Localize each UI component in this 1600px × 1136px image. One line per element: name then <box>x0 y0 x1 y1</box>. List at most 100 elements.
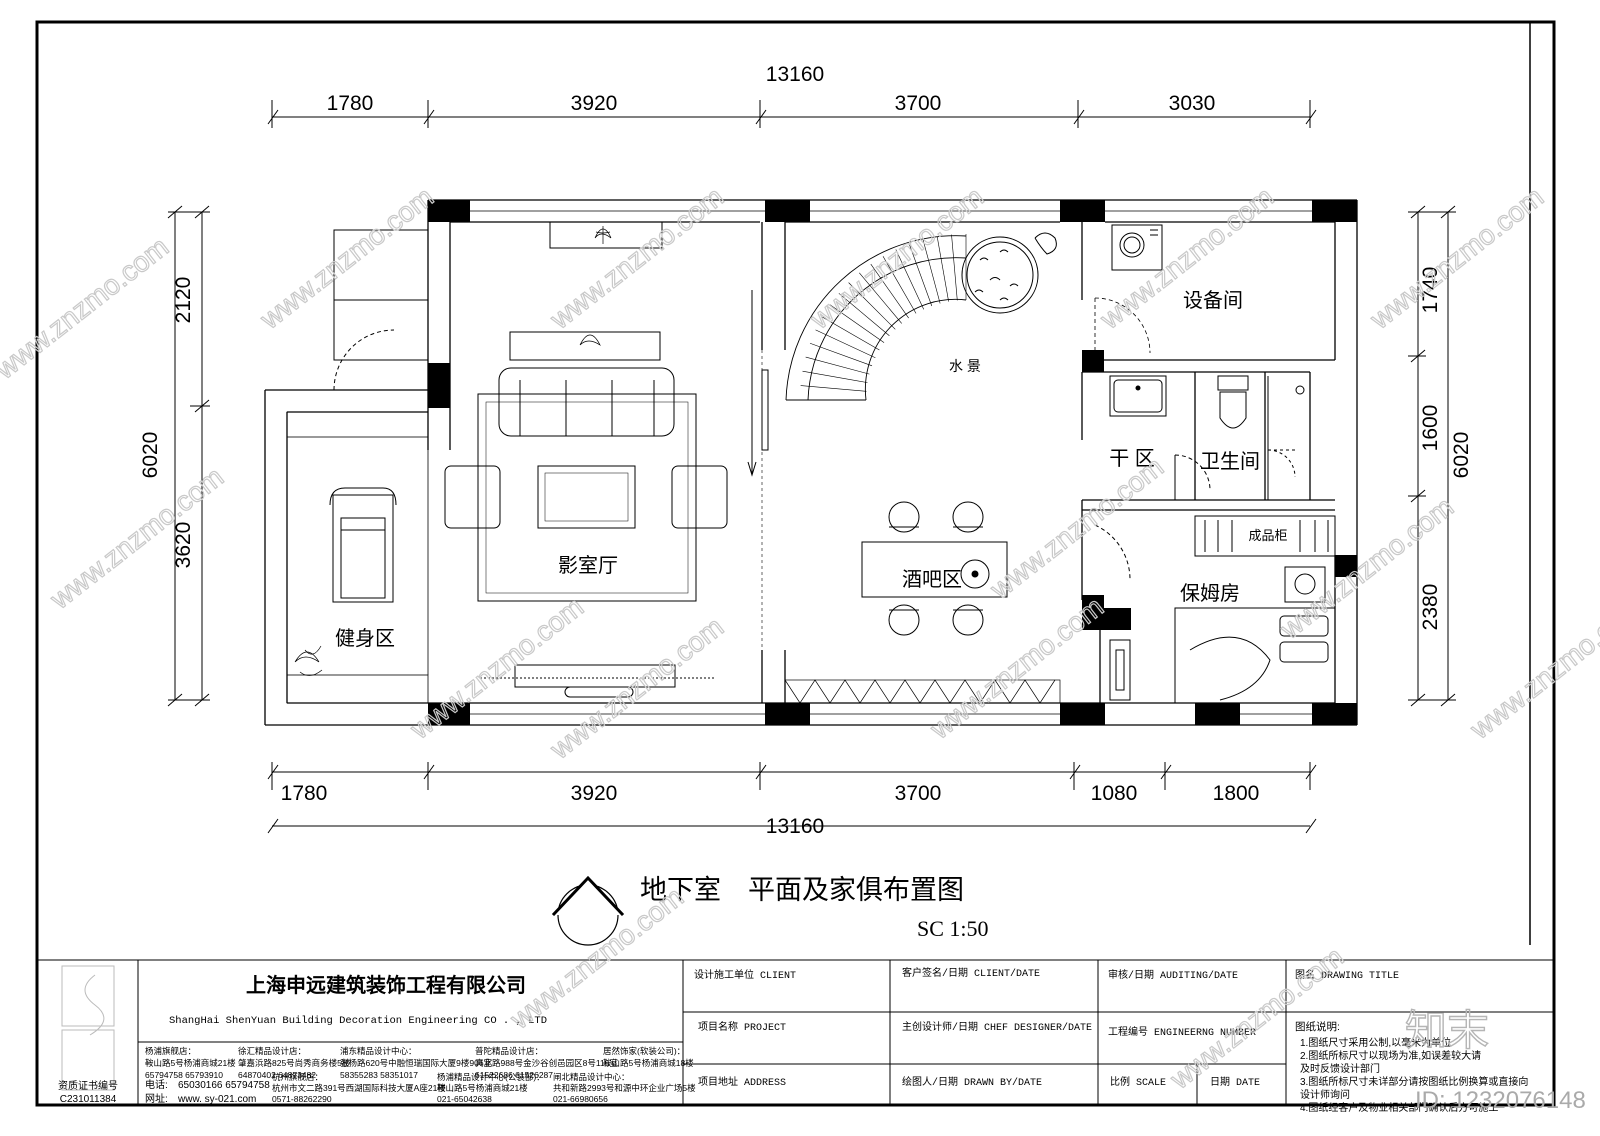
branch-address: 张杨路620号中融恒瑞国际大厦9楼906室 <box>340 1058 493 1068</box>
dimension-right <box>1408 205 1456 707</box>
watermark-text: www.znzmo.com <box>1464 591 1600 745</box>
branch-address: 鞍山路5号杨浦商城18楼 <box>603 1058 694 1068</box>
cert-label: 资质证书编号 <box>58 1079 118 1092</box>
room-label-bar: 酒吧区 <box>902 568 962 591</box>
walls <box>264 199 1358 726</box>
watermark-text: www.znzmo.com <box>1094 181 1279 335</box>
web-label: 网址: <box>145 1092 168 1105</box>
stair-tread <box>815 329 876 359</box>
branch-name: 浦东精品设计中心： <box>340 1046 417 1056</box>
branch-tel: 58355283 58351017 <box>340 1070 418 1080</box>
branch-name: 杨浦旗舰店： <box>145 1046 196 1056</box>
cell-address: 项目地址 ADDRESS <box>698 1075 786 1089</box>
stair-tread <box>838 293 890 336</box>
cell-date: 日期 DATE <box>1210 1076 1260 1089</box>
north-marker <box>551 875 625 946</box>
drawing-title: 地下室 平面及家俱布置图 <box>640 875 964 905</box>
branch-tel: 0571-88262290 <box>272 1094 332 1104</box>
note-line: 2.图纸所标尺寸以现场为准,如误差较大请 <box>1300 1049 1481 1062</box>
stair-tread <box>800 385 867 392</box>
room-label-wardrobe: 成品柜 <box>1248 528 1287 543</box>
room-label-fitness: 健身区 <box>335 627 395 650</box>
cell-client-sign: 客户签名/日期 CLIENT/DATE <box>902 966 1040 980</box>
dim-bottom-seg: 3700 <box>895 782 942 805</box>
dimension-left <box>167 205 210 707</box>
dim-bottom-total: 13160 <box>766 815 824 838</box>
nanny-room-furniture <box>1094 524 1336 704</box>
company-logo <box>61 965 115 1091</box>
branch-address: 鞍山路5号杨浦商城21楼 <box>145 1058 236 1068</box>
treadmill <box>329 487 397 603</box>
stair-tread <box>809 342 873 367</box>
stair-treads <box>800 234 967 401</box>
note-line: 3.图纸所标尺寸未详部分请按图纸比例换算或直接向 <box>1300 1075 1528 1088</box>
branch-name: 杨浦精品设计中心(公装部)： <box>437 1072 545 1082</box>
watermark-text: www.znzmo.com <box>254 181 439 335</box>
watermark-logo: 知末 <box>1405 1007 1489 1054</box>
branch-tel: 65794758 65793910 <box>145 1070 223 1080</box>
note-line: 1.图纸尺寸采用公制,以毫米为单位 <box>1300 1036 1451 1049</box>
stair-tread <box>822 316 880 351</box>
cell-chief-designer: 主创设计师/日期 CHEF DESIGNER/DATE <box>902 1020 1092 1034</box>
branch-name: 闸北精品设计中心： <box>553 1072 630 1082</box>
cinema-furniture <box>444 221 728 698</box>
branch-name: 杭州旗舰店： <box>272 1072 323 1082</box>
stair-tread <box>829 304 885 343</box>
windows <box>286 210 1312 715</box>
stair-tread <box>802 370 868 383</box>
dim-left-total: 6020 <box>139 432 162 479</box>
stair-tread <box>951 234 958 301</box>
phone-value: 65030166 65794758 <box>178 1080 270 1091</box>
cell-audit: 审核/日期 AUDITING/DATE <box>1108 968 1238 982</box>
room-label-cinema: 影室厅 <box>558 554 618 577</box>
room-label-dry: 干 区 <box>1109 448 1155 470</box>
wardrobe <box>1194 515 1336 557</box>
dim-top-total: 13160 <box>766 63 824 86</box>
drawing-scale: SC 1:50 <box>917 916 989 941</box>
branch-address: 杭州市文二路391号西湖国际科技大厦A座21楼 <box>272 1083 446 1093</box>
phone-label: 电话: <box>145 1078 168 1091</box>
cell-project: 项目名称 PROJECT <box>698 1020 786 1034</box>
watermark-text: www.znzmo.com <box>984 451 1169 605</box>
company-name-cn: 上海申远建筑装饰工程有限公司 <box>246 973 526 997</box>
equipment-door <box>1094 297 1151 355</box>
bathroom-fixtures <box>1109 375 1305 500</box>
dim-top-seg: 3030 <box>1169 92 1216 115</box>
dim-bottom-seg: 1780 <box>281 782 328 805</box>
columns <box>428 200 1357 725</box>
dimension-bottom <box>267 762 1317 834</box>
dim-right-seg: 1600 <box>1419 405 1442 452</box>
title-block-grid <box>37 959 1554 1105</box>
watermark-text: www.znzmo.com <box>544 611 729 765</box>
bar-furniture <box>861 501 1008 636</box>
cell-scale: 比例 SCALE <box>1110 1075 1166 1089</box>
watermark-text: www.znzmo.com <box>44 461 229 615</box>
cert-number: C231011384 <box>60 1094 117 1105</box>
cell-design-unit: 设计施工单位 CLIENT <box>694 968 796 982</box>
branch-address: 共和新路2993号和源中环企业广场5楼 <box>553 1083 696 1093</box>
stair-tread <box>936 236 949 302</box>
watermark-text: www.znzmo.com <box>544 181 729 335</box>
notes-title: 图纸说明: <box>1295 1020 1340 1033</box>
stair-tread <box>922 239 941 304</box>
watermark-text: www.znzmo.com <box>0 231 174 385</box>
plant-icon <box>294 226 612 676</box>
branch-address: 肇嘉浜路825号尚秀商务楼5楼 <box>238 1058 351 1068</box>
room-label-water: 水 景 <box>949 358 981 374</box>
room-label-bathroom: 卫生间 <box>1200 450 1260 473</box>
watermark-text: www.znzmo.com <box>404 591 589 745</box>
branch-tel: 021-66980656 <box>553 1094 608 1104</box>
branch-address: 鞍山路5号杨浦商城21楼 <box>437 1083 528 1093</box>
branch-tel: 021-65042638 <box>437 1094 492 1104</box>
branch-name: 普陀精品设计店： <box>475 1046 543 1056</box>
branch-name: 居然饰家(软装公司)： <box>603 1046 685 1056</box>
dim-left-seg: 3620 <box>172 522 195 569</box>
stair-tread <box>859 272 902 324</box>
note-line: 4.图纸经客户及物业相关部门确认后方可施工 <box>1300 1101 1498 1114</box>
branch-tel: 61522686 61526287 <box>475 1070 553 1080</box>
stair-tread <box>908 243 933 307</box>
dim-bottom-seg: 1800 <box>1213 782 1260 805</box>
stair-tread <box>805 356 870 375</box>
entry-door <box>333 229 429 391</box>
